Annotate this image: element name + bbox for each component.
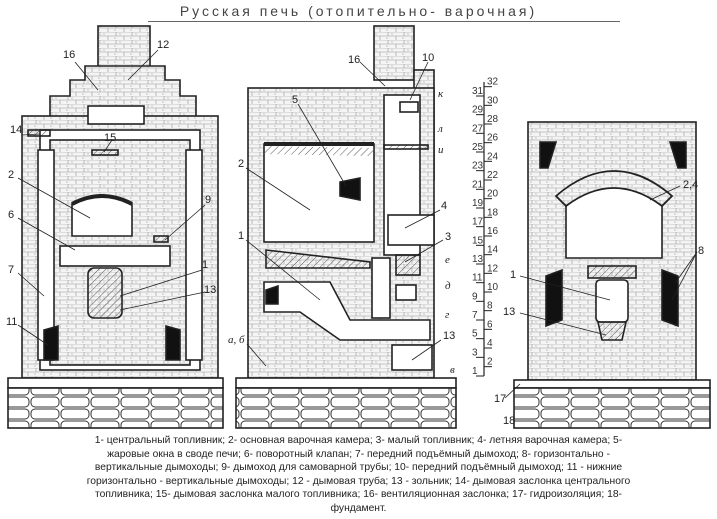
side-label-5: 5 xyxy=(292,94,298,106)
side-label-g: г xyxy=(445,309,450,321)
facade-label-13: 13 xyxy=(503,306,515,318)
front-label-1: 1 xyxy=(202,259,208,271)
caption-line: 1- центральный топливник; 2- основная ва… xyxy=(94,435,623,446)
scale-label-5: 5 xyxy=(472,329,478,340)
caption-line: горизонтально - вертикальные дымоходы; 1… xyxy=(86,475,631,487)
side-label-3: 3 xyxy=(445,231,451,243)
side-label-l: л xyxy=(437,123,443,135)
front-label-6: 6 xyxy=(8,209,14,221)
scale-label-26: 26 xyxy=(487,133,499,144)
scale-label-31: 31 xyxy=(472,86,484,97)
title-underline xyxy=(148,21,620,22)
scale-label-27: 27 xyxy=(472,123,484,134)
side-label-i: и xyxy=(438,144,444,156)
stove-diagram: 16 12 14 15 2 9 6 7 1 13 11 16 10 xyxy=(6,25,711,429)
caption-line: вертикальные дымоходы; 9- дымоход для са… xyxy=(94,462,623,474)
facade-label-2-4: 2,4 xyxy=(683,179,698,191)
facade-label-1: 1 xyxy=(510,269,516,281)
scale-label-8: 8 xyxy=(487,301,493,312)
side-label-1: 1 xyxy=(238,230,244,242)
facade-label-8: 8 xyxy=(698,245,704,257)
caption-line: жаровые окна в своде печи; 6- поворотный… xyxy=(107,448,610,460)
scale-label-15: 15 xyxy=(472,235,484,246)
scale-label-32: 32 xyxy=(487,77,499,88)
front-label-9: 9 xyxy=(205,194,211,206)
diagram-title-bar: Русская печь (отопительно- варочная) xyxy=(0,3,717,19)
scale-label-23: 23 xyxy=(472,161,484,172)
front-label-16: 16 xyxy=(63,49,75,61)
front-label-15: 15 xyxy=(104,132,116,144)
side-section-leaders xyxy=(245,61,444,367)
front-section-labels xyxy=(17,49,206,346)
scale-label-30: 30 xyxy=(487,95,499,106)
diagram-title: Русская печь (отопительно- варочная) xyxy=(179,3,538,19)
scale-label-3: 3 xyxy=(472,347,478,358)
side-label-k: к xyxy=(438,88,444,100)
front-section-view xyxy=(7,25,224,429)
scale-label-18: 18 xyxy=(487,207,499,218)
side-label-10: 10 xyxy=(422,52,434,64)
caption-line: топливника; 15- дымовая заслонка малого … xyxy=(95,489,622,501)
side-section-view xyxy=(235,25,457,429)
front-label-13: 13 xyxy=(204,284,216,296)
side-label-d: д xyxy=(445,280,451,292)
scale-label-2: 2 xyxy=(487,357,493,368)
scale-label-9: 9 xyxy=(472,291,478,302)
scale-label-7: 7 xyxy=(472,310,478,321)
legend-caption: 1- центральный топливник; 2- основная ва… xyxy=(0,434,717,516)
front-label-11: 11 xyxy=(6,316,17,328)
scale-label-21: 21 xyxy=(472,179,484,190)
front-label-12: 12 xyxy=(157,39,169,51)
scale-label-24: 24 xyxy=(487,151,499,162)
scale-label-10: 10 xyxy=(487,282,499,293)
side-label-v: в xyxy=(450,364,455,376)
scale-label-11: 11 xyxy=(472,273,483,284)
side-label-4: 4 xyxy=(441,200,447,212)
side-label-ab: а, б xyxy=(228,334,245,346)
scale-label-29: 29 xyxy=(472,105,484,116)
facade-view xyxy=(513,121,711,429)
scale-label-12: 12 xyxy=(487,263,499,274)
facade-label-18: 18 xyxy=(503,415,515,427)
side-label-13: 13 xyxy=(443,330,455,342)
scale-label-1: 1 xyxy=(472,366,478,377)
scale-label-17: 17 xyxy=(472,217,484,228)
scale-label-6: 6 xyxy=(487,319,493,330)
front-label-2: 2 xyxy=(8,169,14,181)
facade-label-17: 17 xyxy=(494,393,506,405)
front-label-7: 7 xyxy=(8,264,14,276)
scale-label-20: 20 xyxy=(487,189,499,200)
scale-label-14: 14 xyxy=(487,245,499,256)
scale-label-13: 13 xyxy=(472,254,484,265)
scale-label-28: 28 xyxy=(487,114,499,125)
scale-label-19: 19 xyxy=(472,198,484,209)
scale-label-16: 16 xyxy=(487,226,499,237)
facade-leaders xyxy=(504,185,698,399)
front-label-14: 14 xyxy=(10,124,22,136)
caption-line: фундамент. xyxy=(330,502,387,514)
side-label-2: 2 xyxy=(238,158,244,170)
scale-label-4: 4 xyxy=(487,338,493,349)
scale-label-22: 22 xyxy=(487,170,499,181)
side-label-e: е xyxy=(445,254,450,266)
side-label-16: 16 xyxy=(348,54,360,66)
brick-row-scale: 1234567891011121314151617181920212223242… xyxy=(472,77,499,377)
scale-label-25: 25 xyxy=(472,142,484,153)
